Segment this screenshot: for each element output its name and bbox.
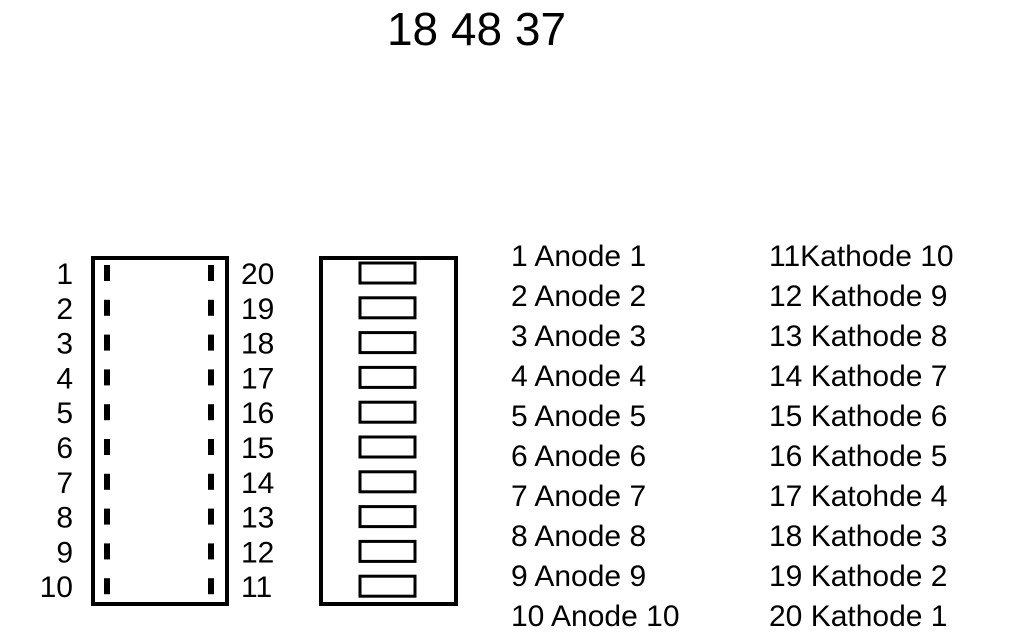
legend-entry: 14 Kathode 7 bbox=[769, 360, 948, 393]
pin-number-left: 8 bbox=[56, 502, 73, 535]
pin-mark-left bbox=[104, 439, 110, 455]
pin-mark-left bbox=[104, 299, 110, 316]
led-segment bbox=[358, 296, 417, 320]
legend-entry: 4 Anode 4 bbox=[511, 360, 647, 393]
legend-entry: 20 Kathode 1 bbox=[769, 600, 948, 633]
pin-mark-right bbox=[208, 439, 214, 455]
pin-mark-right bbox=[208, 578, 214, 595]
pin-mark-left bbox=[104, 404, 110, 421]
pin-mark-left bbox=[104, 508, 110, 525]
pin-number-left: 6 bbox=[56, 432, 73, 465]
pin-number-right: 20 bbox=[241, 258, 274, 291]
pin-number-left: 4 bbox=[56, 362, 73, 395]
legend-entry: 15 Kathode 6 bbox=[769, 400, 948, 433]
pin-number-right: 15 bbox=[241, 432, 274, 465]
led-segment bbox=[358, 331, 417, 355]
pin-number-left: 7 bbox=[56, 467, 73, 500]
display-segments bbox=[358, 261, 417, 598]
pin-mark-left bbox=[104, 369, 110, 386]
pin-number-left: 10 bbox=[40, 571, 73, 604]
pin-mark-right bbox=[208, 404, 214, 421]
led-segment bbox=[358, 400, 417, 424]
diagram-title: 18 48 37 bbox=[386, 3, 567, 55]
led-segment bbox=[358, 365, 417, 389]
pin-number-right: 11 bbox=[241, 571, 272, 604]
pin-mark-left bbox=[104, 334, 110, 351]
pin-marks-right bbox=[208, 265, 214, 595]
legend-entry: 1 Anode 1 bbox=[511, 240, 647, 273]
package-outline bbox=[91, 256, 229, 606]
legend-entry: 7 Anode 7 bbox=[511, 480, 647, 513]
pin-mark-left bbox=[104, 473, 110, 490]
pin-mark-right bbox=[208, 369, 214, 386]
pin-number-left: 1 bbox=[56, 258, 73, 291]
kathode-legend: 11Kathode 10 12 Kathode 9 13 Kathode 8 14 K… bbox=[769, 237, 954, 637]
pin-number-right: 19 bbox=[241, 293, 274, 326]
pin-mark-left bbox=[104, 265, 110, 281]
pin-mark-right bbox=[208, 543, 214, 560]
pin-number-right: 16 bbox=[241, 397, 274, 430]
legend-entry: 12 Kathode 9 bbox=[769, 280, 948, 313]
pin-number-left: 3 bbox=[56, 328, 73, 361]
led-segment bbox=[358, 539, 417, 563]
pin-mark-left bbox=[104, 543, 110, 560]
legend-entry: 19 Kathode 2 bbox=[769, 560, 948, 593]
legend-entry: 2 Anode 2 bbox=[511, 280, 647, 313]
pin-number-right: 18 bbox=[241, 328, 274, 361]
legend-entry: 10 Anode 10 bbox=[511, 600, 680, 633]
display-outline bbox=[319, 256, 458, 606]
pin-mark-right bbox=[208, 508, 214, 525]
pin-number-right: 12 bbox=[241, 536, 274, 569]
legend-entry: 11Kathode 10 bbox=[769, 240, 954, 273]
legend-entry: 5 Anode 5 bbox=[511, 400, 647, 433]
legend-entry: 13 Kathode 8 bbox=[769, 320, 948, 353]
led-segment bbox=[358, 470, 417, 494]
legend-entry: 3 Anode 3 bbox=[511, 320, 647, 353]
legend-entry: 16 Kathode 5 bbox=[769, 440, 948, 473]
led-segment bbox=[358, 435, 417, 459]
pin-marks-left bbox=[104, 265, 110, 595]
pin-number-right: 14 bbox=[241, 467, 274, 500]
pin-mark-right bbox=[208, 265, 214, 281]
legend-entry: 6 Anode 6 bbox=[511, 440, 647, 473]
pin-mark-right bbox=[208, 299, 214, 316]
led-segment bbox=[358, 261, 417, 285]
led-segment bbox=[358, 574, 417, 598]
legend-entry: 8 Anode 8 bbox=[511, 520, 647, 553]
legend-entry: 9 Anode 9 bbox=[511, 560, 647, 593]
legend-entry: 18 Kathode 3 bbox=[769, 520, 948, 553]
pin-number-right: 13 bbox=[241, 502, 274, 535]
pin-mark-right bbox=[208, 473, 214, 490]
led-segment bbox=[358, 505, 417, 529]
pin-number-left: 2 bbox=[56, 293, 73, 326]
pin-number-left: 9 bbox=[56, 536, 73, 569]
pin-number-left: 5 bbox=[56, 397, 73, 430]
pin-mark-left bbox=[104, 578, 110, 595]
pin-mark-right bbox=[208, 334, 214, 351]
anode-legend: 1 Anode 1 2 Anode 2 3 Anode 3 4 Anode 4 5 An… bbox=[511, 237, 680, 637]
pin-number-right: 17 bbox=[241, 362, 274, 395]
legend-entry: 17 Katohde 4 bbox=[769, 480, 948, 513]
